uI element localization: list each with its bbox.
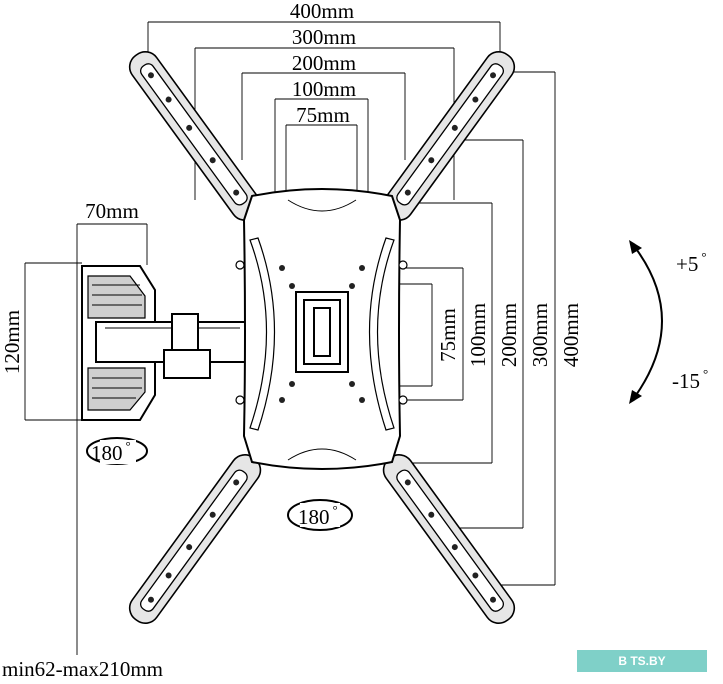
rotation-plate-indicator: 180° bbox=[287, 499, 353, 531]
vertical-dimension-lines bbox=[400, 71, 556, 586]
dim-h-100: 100mm bbox=[292, 77, 356, 101]
tilt-indicator: +5° -15° bbox=[629, 240, 708, 404]
rotation-plate-label: 180° bbox=[298, 502, 338, 529]
dim-h-300: 300mm bbox=[292, 25, 356, 49]
extension-range: min62-max210mm bbox=[2, 657, 163, 681]
tilt-down-label: -15° bbox=[672, 366, 708, 393]
horizontal-dimension-labels: 400mm 300mm 200mm 100mm 75mm bbox=[290, 0, 356, 127]
dim-h-75: 75mm bbox=[296, 103, 350, 127]
dim-v-100: 100mm bbox=[466, 303, 490, 367]
wall-plate-dimensions: 70mm 120mm min62-max210mm bbox=[0, 199, 163, 681]
dim-h-400: 400mm bbox=[290, 0, 354, 23]
vesa-arm-top-right bbox=[382, 50, 516, 221]
extension-arm bbox=[95, 313, 247, 379]
tilt-arrow-up-icon bbox=[629, 240, 642, 254]
dim-v-300: 300mm bbox=[528, 303, 552, 367]
dim-v-200: 200mm bbox=[497, 303, 521, 367]
dim-v-75: 75mm bbox=[436, 308, 460, 362]
vertical-dimension-labels: 75mm 100mm 200mm 300mm 400mm bbox=[436, 303, 583, 367]
vesa-arm-bottom-right bbox=[382, 454, 516, 625]
height-dimension: 120mm bbox=[0, 310, 24, 374]
depth-dimension: 70mm bbox=[85, 199, 139, 223]
tilt-up-label: +5° bbox=[676, 249, 707, 276]
tilt-arrow-down-icon bbox=[629, 390, 642, 404]
dim-v-400: 400mm bbox=[559, 303, 583, 367]
watermark-logo: B TS.BY bbox=[577, 650, 707, 672]
vesa-arm-bottom-left bbox=[128, 454, 262, 625]
rotation-wall-indicator: 180° bbox=[86, 437, 148, 465]
vesa-plate bbox=[235, 188, 408, 470]
dim-h-200: 200mm bbox=[292, 51, 356, 75]
rotation-wall-label: 180° bbox=[91, 438, 131, 465]
